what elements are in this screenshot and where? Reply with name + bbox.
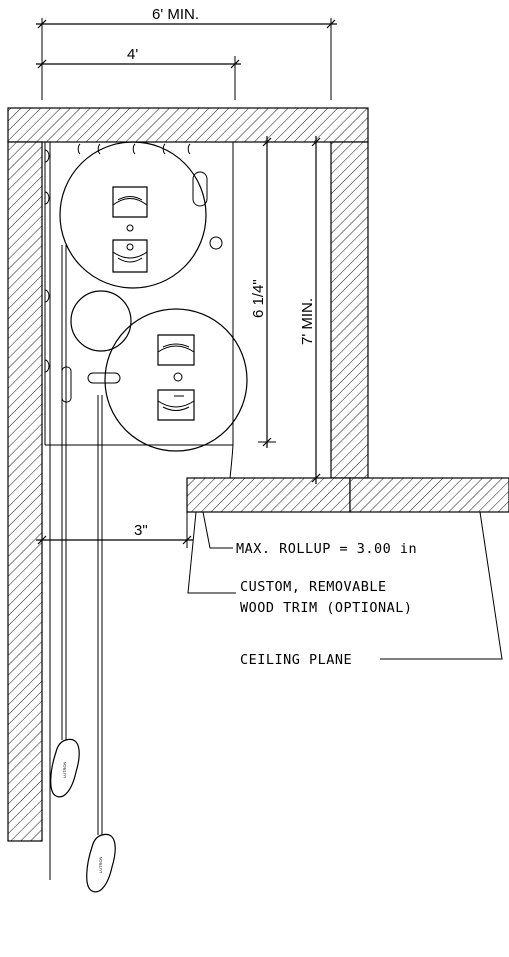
note-trim-line2: WOOD TRIM (OPTIONAL)	[240, 600, 413, 616]
pull-cords	[61, 245, 103, 835]
pull-handle-left: LUTRON	[50, 738, 80, 798]
walls	[7, 107, 509, 842]
dim-6ft-min: 6' MIN.	[36, 6, 337, 100]
note-wood-trim: CUSTOM, REMOVABLE WOOD TRIM (OPTIONAL)	[187, 511, 413, 616]
dim-3-in: 3"	[36, 512, 193, 548]
mounting-holes	[44, 143, 191, 373]
fabric-edge	[229, 444, 234, 479]
dim-7ft-min-label: 7' MIN.	[299, 298, 316, 345]
dim-3-in-label: 3"	[134, 522, 148, 539]
dim-6ft-min-label: 6' MIN.	[152, 6, 199, 23]
dim-6-quarter-in: 6 1/4"	[250, 136, 276, 448]
upper-roller	[59, 141, 223, 289]
pull-handle-right: LUTRON	[86, 833, 116, 893]
pull-handle-left-label: LUTRON	[62, 761, 67, 778]
dim-6-quarter-label: 6 1/4"	[250, 279, 267, 318]
dim-4ft: 4'	[36, 46, 241, 100]
note-trim-line1: CUSTOM, REMOVABLE	[240, 579, 387, 595]
pull-handle-right-label: LUTRON	[98, 856, 103, 873]
dim-7ft-min: 7' MIN.	[299, 136, 332, 484]
idler-circle	[70, 290, 132, 352]
note-ceiling: CEILING PLANE	[240, 511, 503, 668]
note-ceiling-text: CEILING PLANE	[240, 652, 352, 668]
right-jamb-wall	[330, 141, 369, 479]
note-rollup-text: MAX. ROLLUP = 3.00 in	[236, 541, 417, 557]
note-rollup: MAX. ROLLUP = 3.00 in	[202, 511, 417, 557]
lower-roller	[61, 308, 248, 452]
dim-4ft-label: 4'	[127, 46, 138, 63]
wood-trim-block	[186, 477, 351, 513]
ceiling-block	[349, 477, 509, 513]
left-jamb-wall	[7, 141, 43, 842]
top-head-wall	[7, 107, 369, 143]
